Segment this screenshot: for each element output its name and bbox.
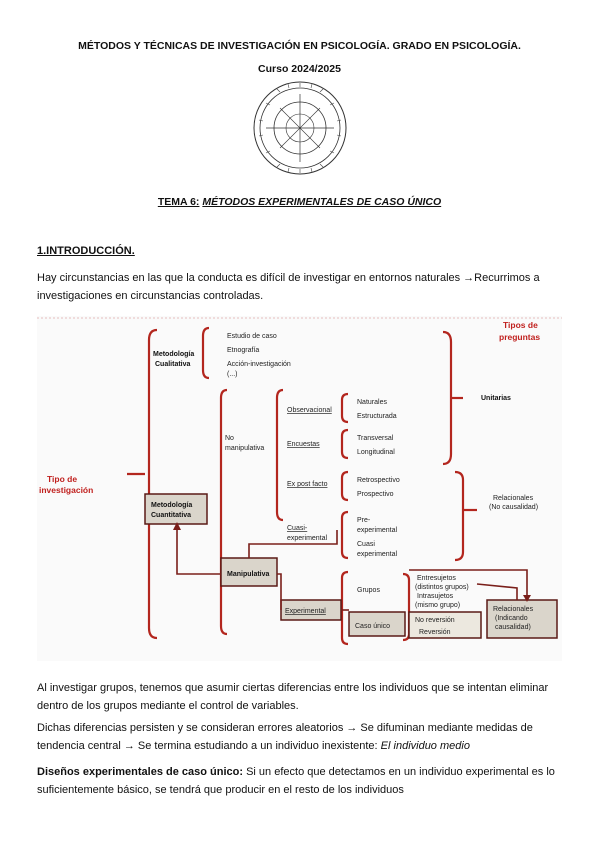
within-subjects-note: (mismo grupo): [415, 602, 460, 609]
single-case-paragraph: Diseños experimentales de caso único: Si…: [37, 763, 567, 799]
topic-heading: TEMA 6: MÉTODOS EXPERIMENTALES DE CASO Ú…: [0, 196, 599, 208]
course-year: Curso 2024/2025: [258, 63, 341, 75]
prospective-label: Prospectivo: [357, 491, 394, 498]
longitudinal-label: Longitudinal: [357, 449, 395, 456]
between-subjects-label: Entresujetos: [417, 575, 456, 582]
pre-exp-line2: experimental: [357, 527, 398, 534]
qualitative-line2: Cualitativa: [155, 361, 191, 368]
diagram-tipos-line2: preguntas: [499, 332, 540, 342]
causal-relations-box: [486, 599, 558, 639]
qual-item-1: Estudio de caso: [227, 333, 277, 340]
non-manipulative-line1: No: [225, 435, 234, 442]
differences-paragraph: Dichas diferencias persisten y se consid…: [37, 719, 567, 755]
main-bracket: [147, 328, 158, 640]
groups-paragraph: Al investigar grupos, tenemos que asumir…: [37, 682, 549, 712]
groups-label: Grupos: [357, 587, 380, 594]
quantitative-box: [144, 493, 208, 525]
topic-title: MÉTODOS EXPERIMENTALES DE CASO ÚNICO: [202, 196, 442, 208]
university-seal: [253, 81, 347, 175]
manipulative-label: Manipulativa: [227, 571, 270, 578]
research-types-diagram: Tipo de investigación Tipos de preguntas…: [37, 316, 562, 661]
no-reversal-label: No reversión: [415, 617, 455, 624]
natural-label: Naturales: [357, 399, 387, 406]
reversal-label: Reversión: [419, 629, 451, 636]
single-case-box: [348, 611, 406, 637]
diagram-tipo-line2: investigación: [39, 485, 93, 495]
quasi-exp-line1: Cuasi: [357, 541, 375, 548]
ex-post-facto-label: Ex post facto: [287, 481, 328, 488]
quasi-line1: Cuasi-: [287, 525, 308, 532]
qual-item-3: Acción-investigación: [227, 361, 291, 368]
reversal-box: [408, 611, 482, 639]
single-case-definition: Si un efecto que detectamos en un indivi…: [37, 766, 555, 796]
intro-paragraph: Hay circunstancias en las que la conduct…: [37, 272, 540, 302]
non-manipulative-line2: manipulativa: [225, 445, 264, 452]
qual-item-4: (...): [227, 371, 238, 378]
quantitative-line2: Cuantitativa: [151, 512, 191, 519]
causal-line1: Relacionales: [493, 606, 534, 613]
transversal-label: Transversal: [357, 435, 394, 442]
average-individual-text: El individuo medio: [380, 740, 470, 752]
section-title: 1.INTRODUCCIÓN.: [37, 245, 135, 257]
causal-line2: (Indicando: [495, 615, 528, 622]
diagram-tipo-line1: Tipo de: [47, 474, 77, 484]
retrospective-label: Retrospectivo: [357, 477, 400, 484]
diagram-tipos-line1: Tipos de: [503, 320, 538, 330]
single-case-label: Caso único: [355, 623, 390, 630]
causal-line3: causalidad): [495, 624, 531, 631]
observational-label: Observacional: [287, 407, 332, 414]
relational-line1: Relacionales: [493, 495, 534, 502]
unitarias-label: Unitarias: [481, 395, 511, 402]
pre-exp-line1: Pre-: [357, 517, 371, 524]
structured-label: Estructurada: [357, 413, 397, 420]
experimental-label: Experimental: [285, 608, 326, 615]
within-subjects-label: Intrasujetos: [417, 593, 454, 600]
document-title: MÉTODOS Y TÉCNICAS DE INVESTIGACIÓN EN P…: [78, 40, 521, 52]
relational-line2: (No causalidad): [489, 504, 538, 511]
quasi-line2: experimental: [287, 535, 328, 542]
single-case-term: Diseños experimentales de caso único:: [37, 766, 244, 778]
between-subjects-note: (distintos grupos): [415, 584, 469, 591]
qual-item-2: Etnografía: [227, 347, 259, 354]
qualitative-line1: Metodología: [153, 351, 194, 358]
topic-label: TEMA 6:: [157, 196, 200, 208]
surveys-label: Encuestas: [287, 441, 320, 448]
quantitative-line1: Metodología: [151, 502, 192, 509]
quasi-exp-line2: experimental: [357, 551, 398, 558]
differences-text: Dichas diferencias persisten y se consid…: [37, 722, 533, 752]
